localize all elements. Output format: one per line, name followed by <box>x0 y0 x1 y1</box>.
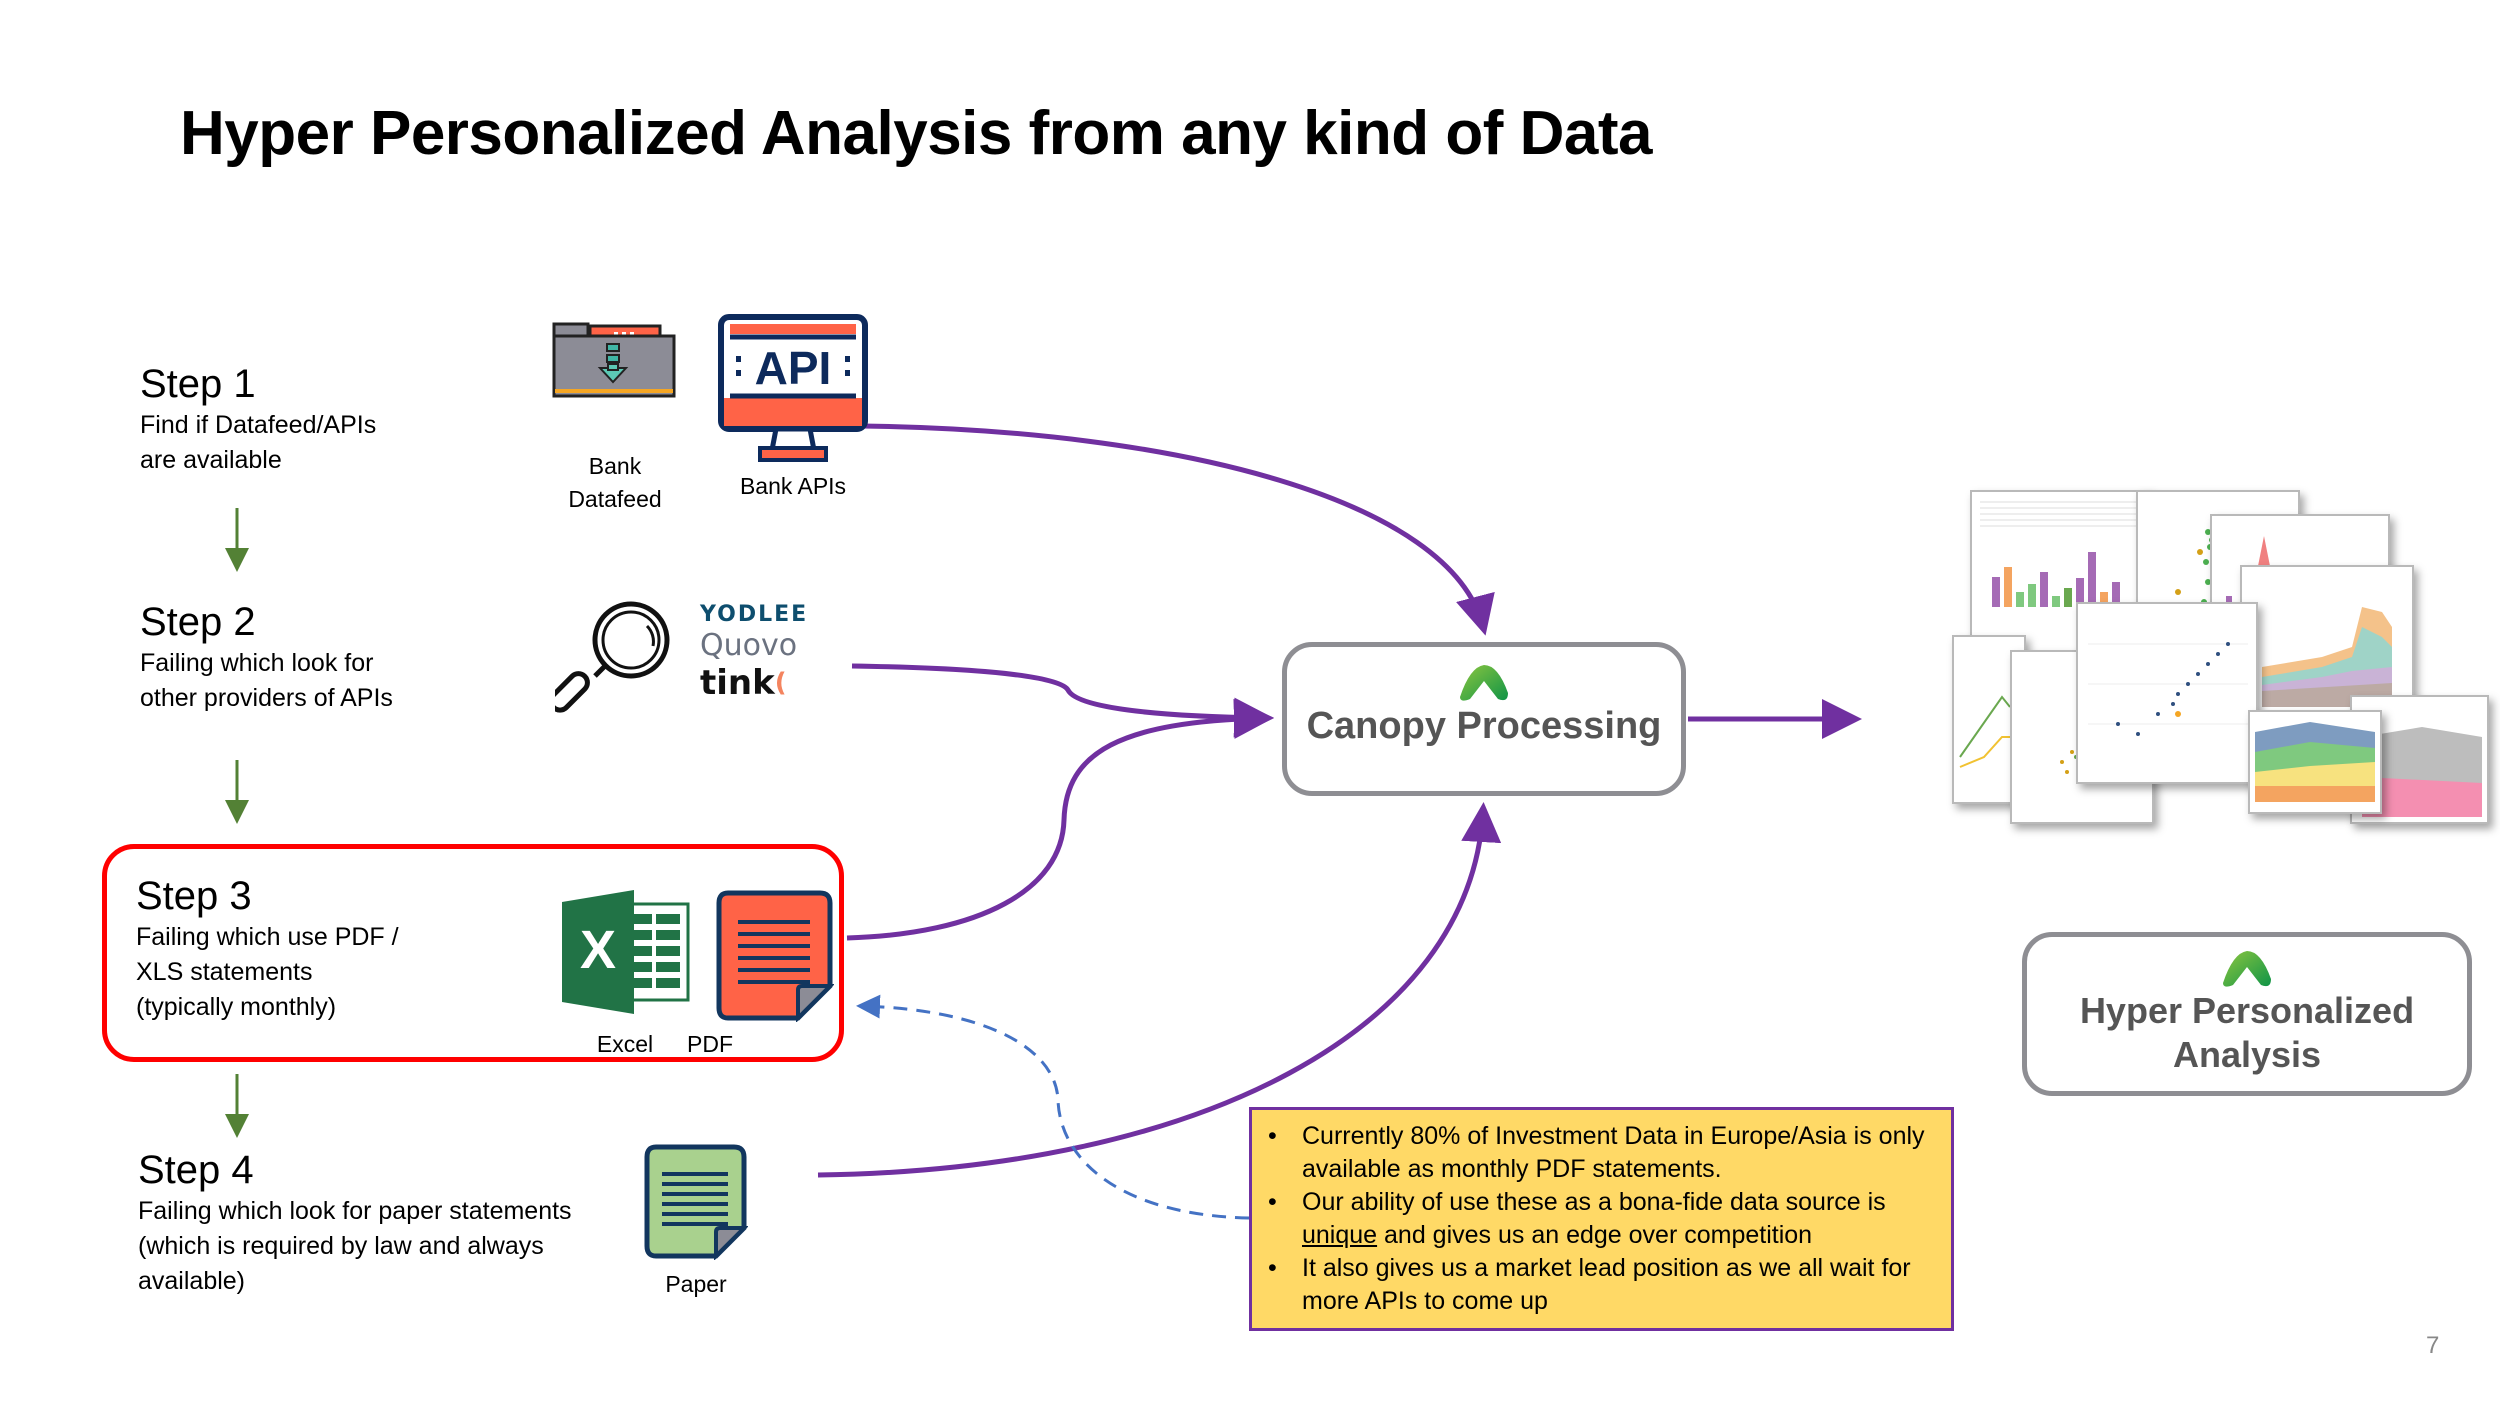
hyper-personalized-analysis-box: Hyper Personalized Analysis <box>2022 932 2472 1096</box>
quovo-logo: Quovo <box>700 628 798 663</box>
excel-icon: X <box>562 890 690 1014</box>
providers-search <box>548 598 677 721</box>
api-to-processing-arrow <box>861 423 1495 636</box>
thumb-stacked-area-2 <box>2248 710 2382 814</box>
note-bullet-2-after: and gives us an edge over competition <box>1377 1221 1813 1249</box>
slide-title: Hyper Personalized Analysis from any kin… <box>180 99 1652 168</box>
hpa-label-line1: Hyper Personalized <box>2079 990 2415 1031</box>
api-screen-text: API <box>755 342 832 394</box>
thumb-bar-chart-graphic <box>1980 501 2142 607</box>
note-bullet-list: Currently 80% of Investment Data in Euro… <box>1266 1120 1933 1318</box>
step-2: Step 2 Failing which look for other prov… <box>140 598 470 716</box>
bank-apis: API <box>716 312 870 469</box>
step-3-description: Failing which use PDF / XLS statements (… <box>136 923 399 1021</box>
note-to-pdf-dashed-arrow <box>856 994 1250 1220</box>
step-4: Step 4 Failing which look for paper stat… <box>138 1146 598 1299</box>
statements-to-processing-arrow <box>846 698 1274 941</box>
canopy-logo-icon <box>1460 665 1508 701</box>
pdf-document-icon <box>716 890 835 1023</box>
step-1-title: Step 1 <box>140 362 256 406</box>
api-monitor-icon: API <box>718 314 868 462</box>
tink-mark-icon: ( <box>774 668 787 698</box>
bank-apis-label: Bank APIs <box>739 473 847 499</box>
step-2-description: Failing which look for other providers o… <box>140 649 393 712</box>
note-bullet-3: It also gives us a market lead position … <box>1268 1252 1933 1318</box>
tink-logo: tink( <box>700 664 840 702</box>
yodlee-logo: YODLEE <box>700 602 809 627</box>
step-3-title: Step 3 <box>136 874 252 918</box>
note-bullet-1: Currently 80% of Investment Data in Euro… <box>1268 1120 1933 1186</box>
provider-logos: YODLEE Quovo tink( <box>700 602 840 702</box>
thumb-area-chart <box>2240 565 2414 719</box>
thumb-stacked-area2-graphic <box>2255 722 2375 802</box>
pdf-label: PDF <box>687 1031 733 1057</box>
thumb-line-graphic <box>1959 695 2014 768</box>
step-3: Step 3 Failing which use PDF / XLS state… <box>136 872 466 1025</box>
pdf-advantage-note: Currently 80% of Investment Data in Euro… <box>1249 1107 1954 1331</box>
note-bullet-2: Our ability of use these as a bona-fide … <box>1268 1186 1933 1252</box>
note-bullet-2-underlined: unique <box>1302 1221 1378 1249</box>
canopy-logo <box>1287 663 1681 703</box>
step-4-description: Failing which look for paper statements … <box>138 1197 572 1295</box>
thumb-area-graphic <box>2262 607 2392 707</box>
paper-label: Paper <box>665 1271 727 1297</box>
thumb-returns-scatter <box>2076 602 2258 784</box>
magnifier-icon <box>548 601 670 713</box>
canopy-processing-box: Canopy Processing <box>1282 642 1686 796</box>
tink-logo-text: tink <box>700 663 775 703</box>
note-bullet-2-before: Our ability of use these as a bona-fide … <box>1302 1188 1886 1216</box>
excel-glyph: X <box>580 920 616 980</box>
excel-label: Excel <box>596 1031 654 1057</box>
paper-document-icon <box>644 1144 749 1261</box>
pdf-source <box>716 890 835 1027</box>
bank-datafeed <box>552 322 678 405</box>
step-3-highlight-box <box>102 844 844 1062</box>
providers-to-processing-arrow <box>851 663 1274 738</box>
canopy-processing-label: Canopy Processing <box>1306 705 1662 747</box>
canopy-logo-icon <box>2223 951 2271 987</box>
thumb-returns-graphic <box>2088 642 2248 736</box>
analysis-charts-collage <box>1950 480 2490 840</box>
step-4-title: Step 4 <box>138 1148 254 1192</box>
thumb-stacked-area-graphic <box>2362 727 2482 817</box>
page-number: 7 <box>2426 1332 2440 1359</box>
bank-datafeed-label-line2: Datafeed <box>568 486 662 512</box>
step-1: Step 1 Find if Datafeed/APIs are availab… <box>140 360 470 478</box>
step-2-title: Step 2 <box>140 600 256 644</box>
bank-datafeed-label: Bank Datafeed <box>555 450 675 516</box>
step-1-description: Find if Datafeed/APIs are available <box>140 411 377 474</box>
excel-source: X <box>560 890 692 1019</box>
folder-download-icon <box>552 322 676 398</box>
hpa-label-line2: Analysis <box>2172 1034 2322 1075</box>
bank-datafeed-label-line1: Bank <box>588 453 642 479</box>
hpa-canopy-logo <box>2027 949 2467 989</box>
paper-source <box>644 1144 749 1265</box>
